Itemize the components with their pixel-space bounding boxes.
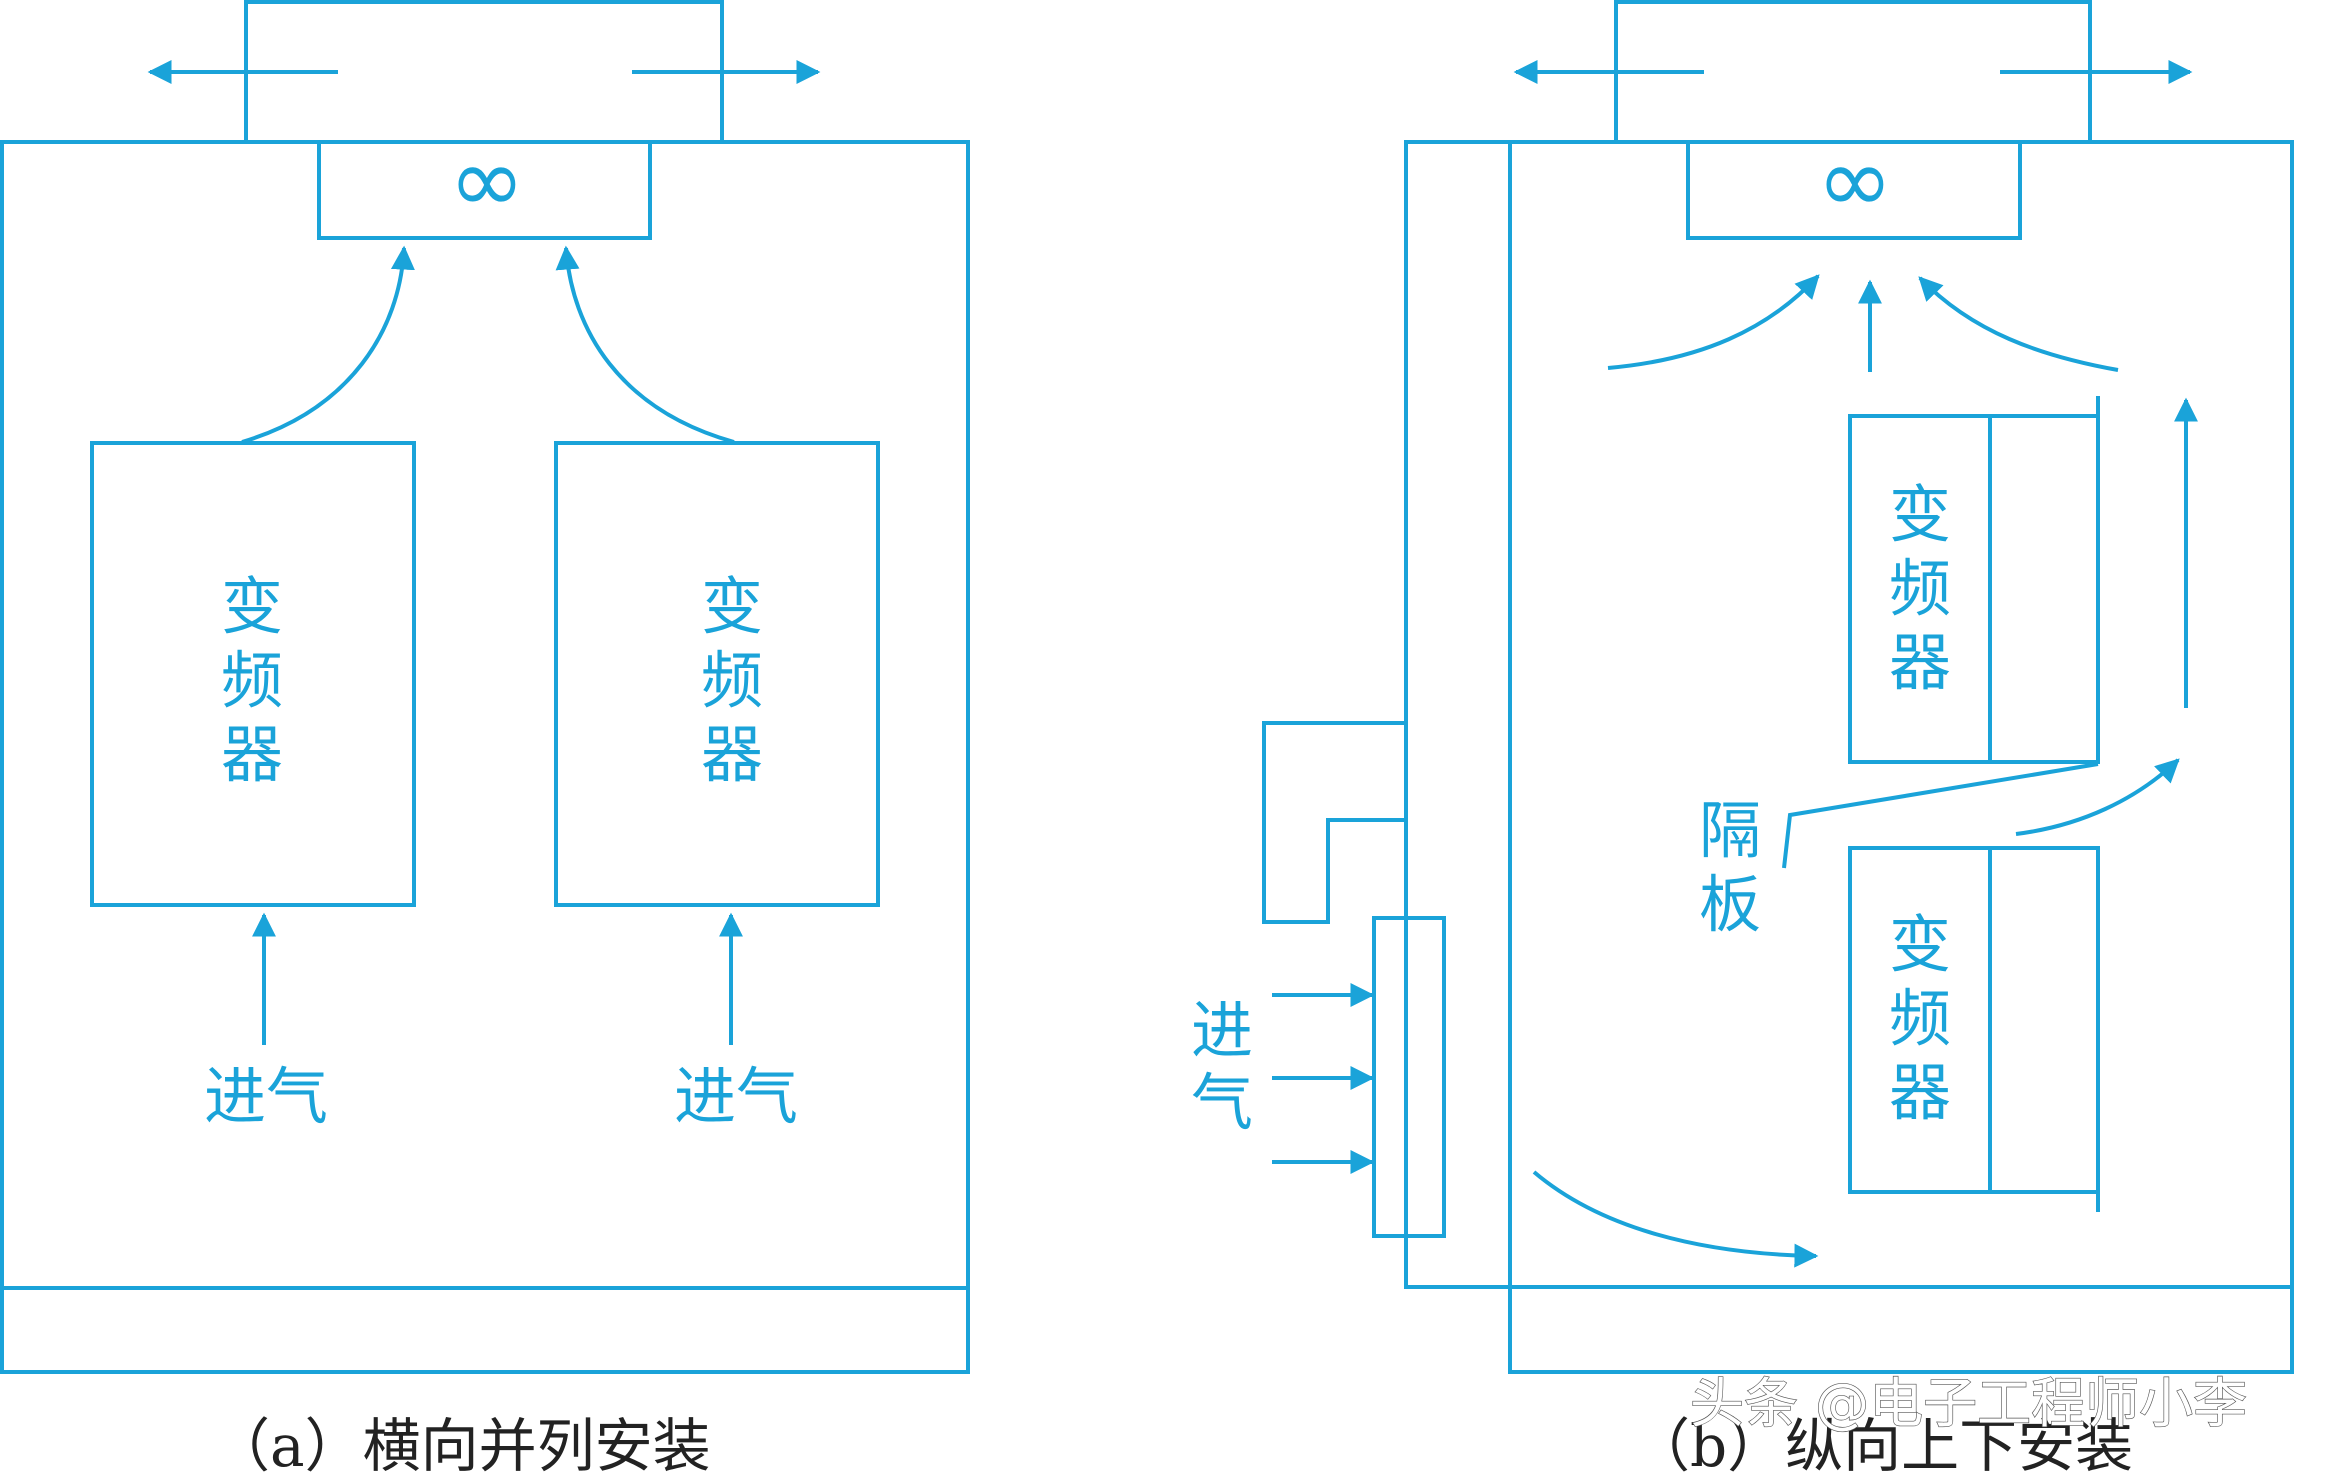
airflow-curve-left-a bbox=[241, 245, 415, 444]
inverter-label-top-b-2: 频 bbox=[1889, 552, 1951, 625]
airflow-middle-curve bbox=[2015, 758, 2180, 836]
airflow-top-right-curve bbox=[1918, 276, 2119, 372]
intake-label-b-2: 气 bbox=[1191, 1066, 1253, 1139]
airflow-curve-right-a bbox=[555, 245, 735, 444]
partition-label-2: 板 bbox=[1699, 868, 1761, 941]
diagram-b bbox=[1262, 0, 2294, 1374]
inverter-label-right-a-3: 器 bbox=[701, 718, 763, 791]
airflow-top-left-curve bbox=[1607, 274, 1820, 370]
caption-b: （b）纵向上下安装 bbox=[1632, 1412, 2133, 1479]
side-duct bbox=[1262, 721, 1406, 924]
partition-label-1: 隔 bbox=[1699, 794, 1761, 867]
inverter-left-a bbox=[90, 441, 416, 907]
inverter-label-left-a-2: 频 bbox=[221, 644, 283, 717]
fan-box-a bbox=[317, 140, 652, 240]
fan-icon: ∞ bbox=[449, 127, 526, 234]
inverter-label-top-b-1: 变 bbox=[1889, 478, 1951, 551]
inverter-label-right-a-2: 频 bbox=[701, 644, 763, 717]
intake-filter bbox=[1372, 916, 1446, 1238]
intake-label-left-a: 进气 bbox=[204, 1060, 328, 1133]
inverter-label-left-a-1: 变 bbox=[221, 570, 283, 643]
fan-box-b bbox=[1686, 140, 2022, 240]
caption-a: （a）横向并列安装 bbox=[212, 1412, 711, 1479]
intake-label-right-a: 进气 bbox=[674, 1060, 798, 1133]
inverter-label-bottom-b-1: 变 bbox=[1889, 908, 1951, 981]
inverter-bottom-b bbox=[1848, 846, 2100, 1194]
diagram-a bbox=[0, 0, 970, 1374]
cabinet-a bbox=[0, 140, 970, 1374]
watermark: 头条 @电子工程师小李 bbox=[1690, 1372, 2247, 1435]
inverter-label-bottom-b-3: 器 bbox=[1889, 1056, 1951, 1129]
airflow-bottom-curve bbox=[1532, 1170, 1819, 1268]
intake-label-b-1: 进 bbox=[1191, 994, 1253, 1067]
inverter-top-b bbox=[1848, 414, 2100, 764]
cabinet-b-inner bbox=[1508, 140, 2294, 1374]
inverter-label-left-a-3: 器 bbox=[221, 718, 283, 791]
inverter-right-a bbox=[554, 441, 880, 907]
inverter-label-right-a-1: 变 bbox=[701, 570, 763, 643]
partition-leader-line bbox=[1782, 762, 2099, 869]
fan-icon: ∞ bbox=[1817, 127, 1894, 234]
inverter-label-bottom-b-2: 频 bbox=[1889, 982, 1951, 1055]
inverter-label-top-b-3: 器 bbox=[1889, 626, 1951, 699]
